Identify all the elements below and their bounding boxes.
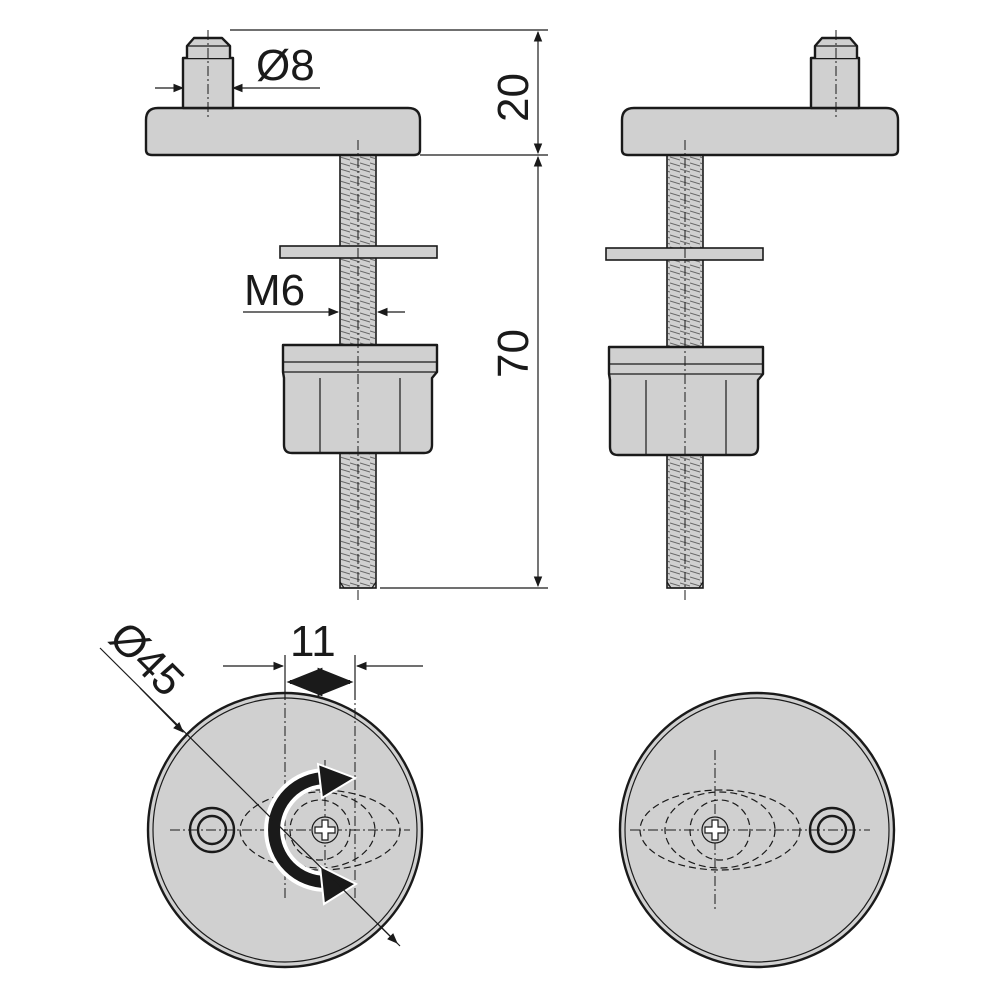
thread-size-label: M6 [244,266,305,315]
left-top-view [99,647,424,969]
disc-diameter-label: Ø45 [100,612,193,705]
dimension-thread: M6 [243,266,405,317]
pin-diameter-label: Ø8 [256,41,315,90]
slot-offset-label: 11 [290,617,336,666]
expansion-nut [281,343,439,455]
dimension-pin-diameter: Ø8 [155,41,320,93]
hinge-base-plate [144,106,422,157]
hinge-pin [181,56,235,110]
right-top-view [618,691,896,969]
hinge-base-plate-right [620,106,900,157]
hinge-pin-right [809,56,861,110]
dimension-slot-offset: 11 [223,617,423,700]
right-side-view [605,30,900,600]
dimension-vertical: 20 70 [230,29,548,589]
expansion-nut-right [607,345,765,457]
bolt-length-label: 70 [489,329,538,378]
pin-height-label: 20 [489,73,538,122]
left-side-view [144,30,439,600]
